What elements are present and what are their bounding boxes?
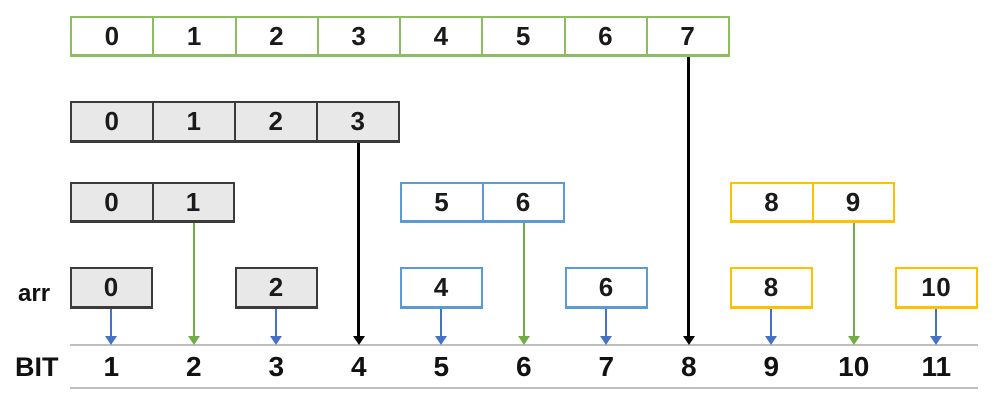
bit-index-11: 11: [921, 351, 952, 382]
arr-label: arr: [18, 280, 51, 307]
bit-index-7: 7: [598, 351, 615, 382]
arrow-to-bit-7: [605, 309, 608, 337]
arrow-head-bit-5: [435, 336, 448, 345]
bit-index-1: 1: [103, 351, 120, 382]
array-arr-10-cell-10: 10: [921, 272, 952, 302]
array-arr-6: 6: [565, 267, 648, 309]
arrow-to-bit-6: [522, 223, 525, 337]
arrow-head-bit-10: [847, 336, 860, 345]
arrow-head-bit-6: [517, 336, 530, 345]
arrow-to-bit-2: [192, 223, 195, 337]
array-arr-6-cell-6: 6: [598, 272, 614, 302]
bit-index-9: 9: [763, 351, 780, 382]
arrow-to-bit-10: [852, 223, 855, 337]
array-range-0-1-cell-0: 0: [104, 186, 120, 217]
array-range-0-3-cell-1: 1: [152, 103, 234, 140]
array-arr-0-cell-0: 0: [103, 272, 119, 302]
arrow-head-bit-2: [187, 336, 200, 345]
array-range-5-6-cell-5: 5: [434, 186, 450, 217]
bit-index-6: 6: [515, 351, 532, 382]
array-range-0-7-cell-7: 7: [645, 18, 728, 54]
bit-axis-bottom-line: [70, 387, 978, 389]
arrow-head-bit-7: [600, 336, 613, 345]
array-range-0-7-cell-6: 6: [563, 18, 646, 54]
array-range-0-3-cell-2: 2: [234, 103, 316, 140]
arrow-head-bit-8: [682, 336, 695, 345]
arrow-to-bit-4: [357, 143, 361, 337]
arrow-to-bit-9: [770, 309, 773, 337]
array-range-8-9-cell-9: 9: [811, 184, 894, 220]
array-arr-4-cell-4: 4: [433, 272, 449, 302]
arrow-to-bit-8: [687, 57, 691, 337]
arrow-head-bit-11: [930, 336, 943, 345]
bit-index-2: 2: [185, 351, 202, 382]
arrow-head-bit-1: [105, 336, 118, 345]
array-arr-2: 2: [235, 267, 318, 309]
array-arr-4: 4: [400, 267, 483, 309]
array-range-0-7-cell-2: 2: [234, 18, 317, 54]
array-range-0-7-cell-0: 0: [104, 20, 120, 51]
bit-index-8: 8: [680, 351, 697, 382]
array-arr-0: 0: [70, 267, 153, 309]
array-range-0-7-cell-1: 1: [152, 18, 234, 54]
bit-index-10: 10: [838, 351, 870, 382]
array-range-0-7-cell-3: 3: [316, 18, 399, 54]
arrow-to-bit-5: [440, 309, 443, 337]
bit-index-3: 3: [268, 351, 285, 382]
array-range-0-7-cell-5: 5: [481, 18, 563, 54]
array-range-0-3-cell-3: 3: [316, 103, 398, 140]
arrow-to-bit-1: [110, 309, 113, 337]
arrow-head-bit-9: [765, 336, 778, 345]
bit-label: BIT: [15, 352, 59, 382]
array-arr-2-cell-2: 2: [268, 272, 284, 302]
array-arr-8: 8: [730, 267, 813, 309]
array-range-0-1-cell-1: 1: [151, 184, 234, 220]
array-range-0-3-cell-0: 0: [104, 106, 120, 136]
arrow-head-bit-3: [270, 336, 283, 345]
array-arr-10: 10: [895, 267, 978, 309]
array-arr-8-cell-8: 8: [763, 272, 779, 302]
array-range-8-9-cell-8: 8: [764, 186, 780, 217]
arrow-to-bit-11: [935, 309, 938, 337]
bit-axis-top-line: [70, 344, 978, 346]
array-range-5-6-cell-6: 6: [481, 184, 564, 220]
bit-index-5: 5: [433, 351, 450, 382]
arrow-to-bit-3: [275, 309, 278, 337]
array-range-0-7-cell-4: 4: [399, 18, 481, 54]
bit-index-4: 4: [350, 351, 367, 382]
arrow-head-bit-4: [352, 336, 365, 345]
